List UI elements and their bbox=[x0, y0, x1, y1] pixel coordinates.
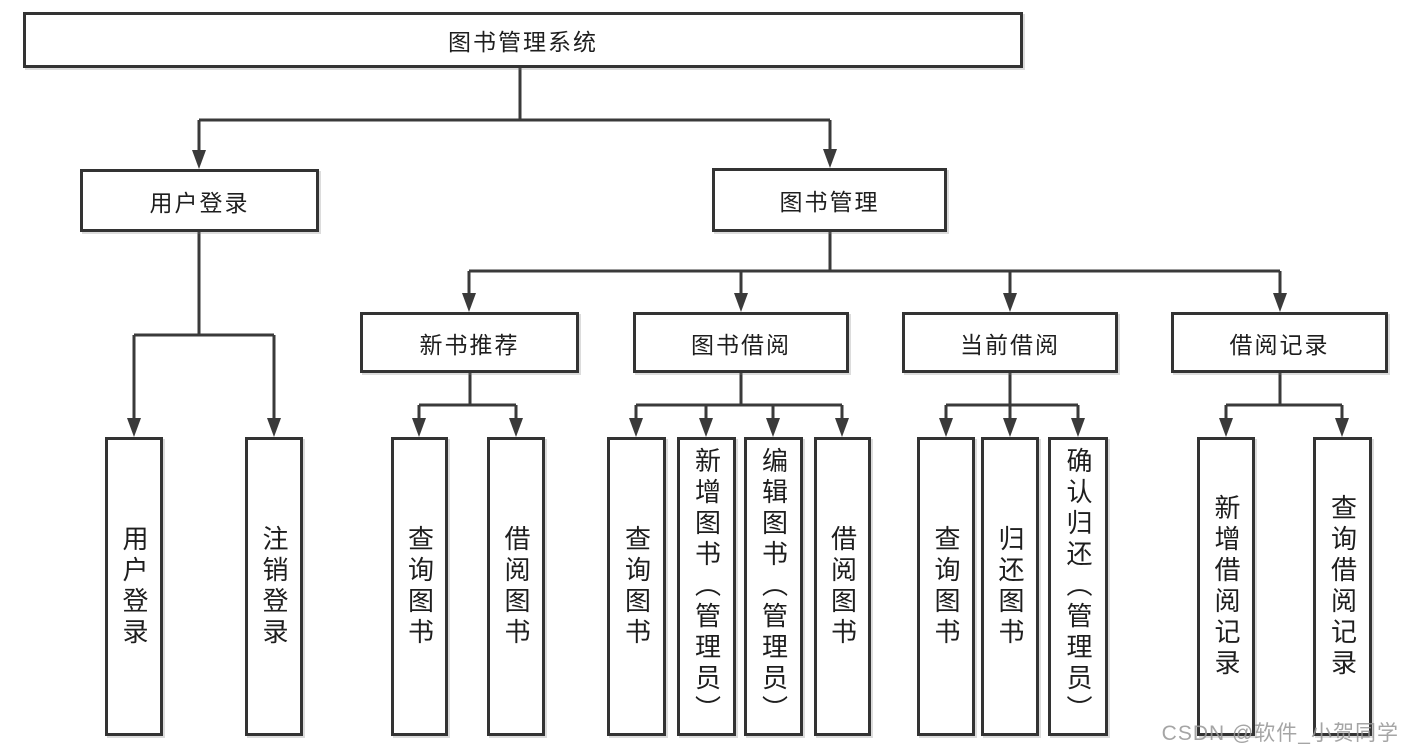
arrow-down-icon bbox=[1071, 418, 1085, 437]
arrow-down-icon bbox=[1335, 418, 1349, 437]
arrow-down-icon bbox=[1273, 293, 1287, 312]
connector-root-to-level2 bbox=[197, 68, 832, 152]
node-system-root: 图书管理系统 bbox=[23, 12, 1023, 68]
node-borrow-records-label: 借阅记录 bbox=[1229, 331, 1330, 358]
node-current-borrow: 当前借阅 bbox=[902, 312, 1118, 373]
leaf-query-books-borrow-label: 查询图书 bbox=[621, 524, 652, 649]
node-current-borrow-label: 当前借阅 bbox=[960, 331, 1060, 358]
csdn-watermark: CSDN @软件_小贺同学 bbox=[1161, 722, 1399, 745]
leaf-return-books: 归还图书 bbox=[981, 437, 1039, 736]
arrow-down-icon bbox=[412, 418, 426, 437]
leaf-confirm-return-admin: 确认归还（管理员） bbox=[1048, 437, 1108, 736]
leaf-add-book-admin: 新增图书（管理员） bbox=[677, 437, 736, 736]
arrow-down-icon bbox=[939, 418, 953, 437]
leaf-return-books-label: 归还图书 bbox=[995, 524, 1025, 649]
connector-records-to-leaves bbox=[1224, 373, 1344, 420]
leaf-add-borrow-record: 新增借阅记录 bbox=[1197, 437, 1255, 736]
leaf-query-books-borrow: 查询图书 bbox=[607, 437, 666, 736]
leaf-edit-book-admin-label: 编辑图书（管理员） bbox=[758, 447, 789, 726]
connector-current-to-leaves bbox=[944, 373, 1080, 420]
arrow-down-icon bbox=[267, 418, 281, 437]
arrow-down-icon bbox=[823, 149, 837, 168]
leaf-add-borrow-record-label: 新增借阅记录 bbox=[1211, 493, 1241, 680]
connector-borrow-to-leaves bbox=[634, 373, 844, 420]
node-book-management-label: 图书管理 bbox=[779, 189, 880, 215]
leaf-borrow-books-label: 借阅图书 bbox=[827, 524, 858, 649]
node-book-borrow: 图书借阅 bbox=[633, 312, 849, 373]
leaf-query-books-recommend: 查询图书 bbox=[391, 437, 448, 736]
node-new-book-recommend-label: 新书推荐 bbox=[419, 331, 520, 358]
node-new-book-recommend: 新书推荐 bbox=[360, 312, 579, 373]
arrow-down-icon bbox=[835, 418, 849, 437]
arrow-down-icon bbox=[192, 150, 206, 169]
leaf-borrow-books-recommend-label: 借阅图书 bbox=[501, 524, 531, 649]
leaf-logout: 注销登录 bbox=[245, 437, 303, 736]
leaf-add-book-admin-label: 新增图书（管理员） bbox=[691, 447, 722, 726]
node-book-management: 图书管理 bbox=[712, 168, 947, 232]
node-borrow-records: 借阅记录 bbox=[1171, 312, 1388, 373]
leaf-user-login-label: 用户登录 bbox=[119, 524, 149, 649]
leaf-query-books-current-label: 查询图书 bbox=[931, 524, 961, 649]
arrow-down-icon bbox=[462, 293, 476, 312]
leaf-confirm-return-admin-label: 确认归还（管理员） bbox=[1063, 447, 1093, 726]
leaf-borrow-books: 借阅图书 bbox=[814, 437, 871, 736]
node-user-login: 用户登录 bbox=[80, 169, 319, 232]
arrow-down-icon bbox=[699, 418, 713, 437]
leaf-query-borrow-record: 查询借阅记录 bbox=[1313, 437, 1372, 736]
node-user-login-label: 用户登录 bbox=[149, 189, 250, 216]
arrow-down-icon bbox=[127, 418, 141, 437]
arrow-down-icon bbox=[1003, 293, 1017, 312]
leaf-query-borrow-record-label: 查询借阅记录 bbox=[1327, 493, 1358, 680]
leaf-query-books-current: 查询图书 bbox=[917, 437, 975, 736]
leaf-logout-label: 注销登录 bbox=[259, 524, 289, 649]
arrow-down-icon bbox=[766, 418, 780, 437]
arrow-down-icon bbox=[1219, 418, 1233, 437]
connector-recommend-to-leaves bbox=[417, 373, 518, 420]
connector-mgmt-to-level3 bbox=[467, 232, 1282, 295]
leaf-borrow-books-recommend: 借阅图书 bbox=[487, 437, 545, 736]
arrow-down-icon bbox=[1003, 418, 1017, 437]
connector-login-to-leaves bbox=[132, 232, 276, 420]
leaf-edit-book-admin: 编辑图书（管理员） bbox=[744, 437, 803, 736]
node-system-root-label: 图书管理系统 bbox=[448, 29, 598, 55]
arrow-down-icon bbox=[734, 293, 748, 312]
arrowheads bbox=[127, 149, 1349, 437]
leaf-query-books-recommend-label: 查询图书 bbox=[404, 524, 435, 649]
leaf-user-login: 用户登录 bbox=[105, 437, 163, 736]
arrow-down-icon bbox=[509, 418, 523, 437]
node-book-borrow-label: 图书借阅 bbox=[691, 331, 791, 358]
arrow-down-icon bbox=[629, 418, 643, 437]
